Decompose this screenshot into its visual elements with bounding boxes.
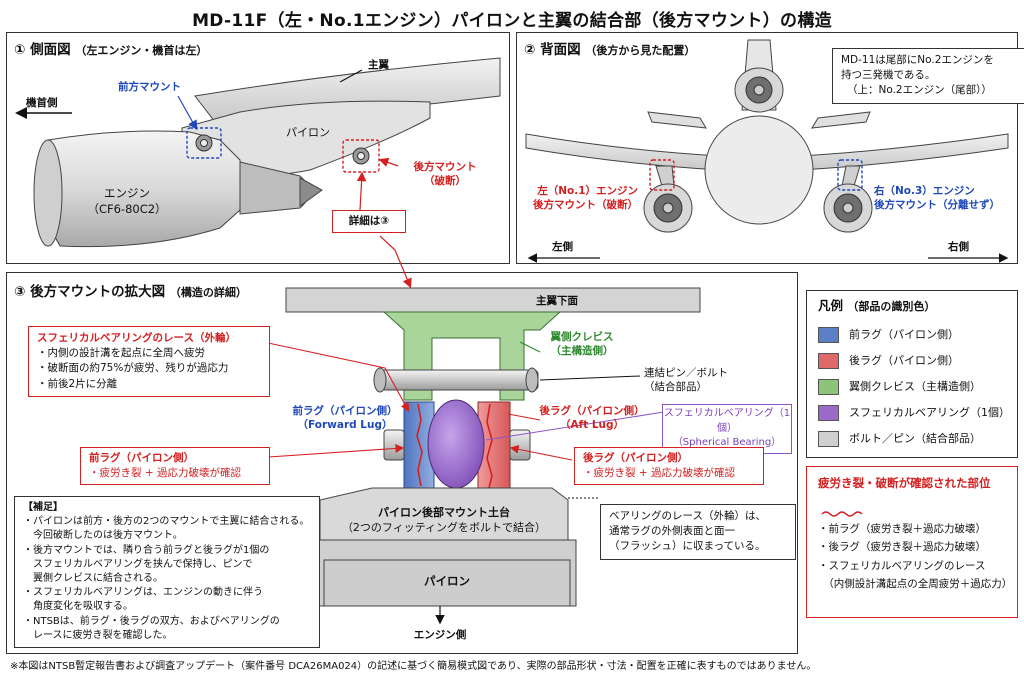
swatch-red xyxy=(818,353,839,369)
rear-mount-label: 後方マウント（破断） xyxy=(413,161,477,188)
front-mount-label: 前方マウント xyxy=(118,81,181,93)
legend-item-bolt-pin: ボルト／ピン（結合部品） xyxy=(818,430,981,447)
detail-ref-box: 詳細は③ xyxy=(332,210,406,234)
left-engine-mount-label: 左（No.1）エンジン後方マウント（破断） xyxy=(533,185,638,212)
legend-item-spherical-bearing: スフェリカルベアリング（1個） xyxy=(818,404,1010,421)
pylon-label: パイロン xyxy=(286,126,330,139)
legend-item-forward-lug: 前ラグ（パイロン側） xyxy=(818,326,959,343)
race-flush-note: ベアリングのレース（外輪）は、 通常ラグの外側表面と面一 （フラッシュ）に収まっ… xyxy=(600,504,796,560)
squiggle-mark xyxy=(821,511,863,517)
wing-clevis-label: 翼側クレビス（主構造側） xyxy=(550,331,614,358)
detail-drawing xyxy=(253,287,701,625)
engine-label: エンジン（CF6-80C2） xyxy=(87,186,167,216)
main-wing-label: 主翼 xyxy=(368,59,389,71)
legend-title: 凡例 （部品の識別色） xyxy=(818,298,936,313)
detail-view-title: ③ 後方マウントの拡大図 （構造の詳細） xyxy=(14,284,247,300)
findings-title: 疲労き裂・破断が確認された部位 xyxy=(818,476,991,490)
forward-lug-label: 前ラグ（パイロン側）（Forward Lug） xyxy=(292,405,398,432)
forward-lug-failure-callout: 前ラグ（パイロン側） ・疲労き裂 + 過応力破壊が確認 xyxy=(80,447,270,486)
findings-list: ・前ラグ（疲労き裂＋過応力破壊） ・後ラグ（疲労き裂＋過応力破壊） ・スフェリカ… xyxy=(818,523,1013,591)
swatch-blue xyxy=(818,327,839,343)
supplement-box: 【補足】 ・パイロンは前方・後方の2つのマウントで主翼に結合される。 今回破断し… xyxy=(14,496,320,648)
findings: 疲労き裂・破断が確認された部位 ・前ラグ（疲労き裂＋過応力破壊） ・後ラグ（疲労… xyxy=(806,466,1016,616)
footer-note: ※本図はNTSB暫定報告書および調査アップデート（案件番号 DCA26MA024… xyxy=(10,661,817,672)
page-title: MD-11F（左・No.1エンジン）パイロンと主翼の結合部（後方マウント）の構造 xyxy=(192,11,832,31)
pin-bolt-label: 連結ピン／ボルト（結合部品） xyxy=(644,367,728,394)
rear-view-title: ② 背面図 （後方から見た配置） xyxy=(524,42,696,58)
side-view-title: ① 側面図 （左エンジン・機首は左） xyxy=(14,42,208,58)
nose-side-label: 機首側 xyxy=(26,97,58,109)
legend: 凡例 （部品の識別色） 前ラグ（パイロン側） 後ラグ（パイロン側） 翼側クレビス… xyxy=(806,290,1016,456)
aft-lug-failure-callout: 後ラグ（パイロン側） ・疲労き裂 + 過応力破壊が確認 xyxy=(574,447,764,486)
trijet-note: MD-11は尾部にNo.2エンジンを 持つ三発機である。 （上：No.2エンジン… xyxy=(832,48,1024,104)
legend-panel xyxy=(806,290,1018,458)
right-engine-mount-label: 右（No.3）エンジン後方マウント（分離せず） xyxy=(874,185,1000,212)
pylon-mount-base-label: パイロン後部マウント土台（2つのフィッティングをボルトで結合） xyxy=(341,506,547,534)
swatch-green xyxy=(818,379,839,395)
findings-panel xyxy=(806,466,1018,618)
legend-item-wing-clevis: 翼側クレビス（主構造側） xyxy=(818,378,981,395)
legend-item-aft-lug: 後ラグ（パイロン側） xyxy=(818,352,959,369)
bearing-race-callout: スフェリカルベアリングのレース（外輪） ・内側の設計溝を起点に全周へ疲労 ・破断… xyxy=(28,326,270,397)
spherical-bearing-label: スフェリカルベアリング（1個）（Spherical Bearing） xyxy=(662,404,792,454)
rear-view-drawing xyxy=(525,39,1009,263)
aft-lug-label: 後ラグ（パイロン側）（Aft Lug） xyxy=(539,405,645,432)
pylon-section-label: パイロン xyxy=(424,574,470,588)
engine-side-label: エンジン側 xyxy=(413,629,467,641)
swatch-purple xyxy=(818,405,839,421)
side-view-drawing xyxy=(15,57,501,289)
swatch-grey xyxy=(818,431,839,447)
right-side-label: 右側 xyxy=(948,241,969,253)
left-side-label: 左側 xyxy=(552,241,573,253)
wing-underside-label: 主翼下面 xyxy=(536,295,578,307)
